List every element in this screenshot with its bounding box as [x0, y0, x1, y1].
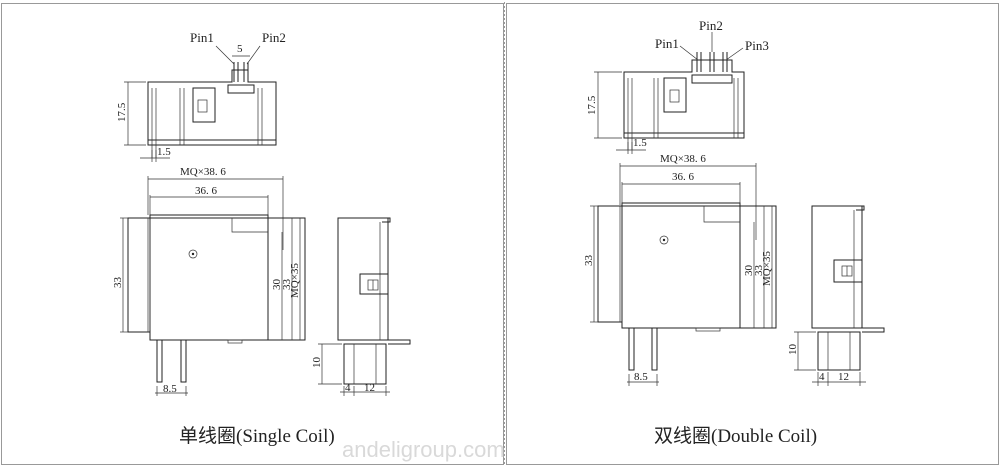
double-coil-side-view [794, 205, 885, 386]
double-pin1-label: Pin1 [655, 36, 679, 51]
double-pin3-label: Pin3 [745, 38, 769, 53]
single-dim-body-height: 33 [112, 277, 124, 289]
single-dim-pin-offset: 1.5 [157, 146, 171, 158]
single-pin2-label: Pin2 [262, 30, 286, 45]
single-dim-lead-length: 10 [311, 357, 323, 369]
double-dim-mq-35: MQ×35 [761, 251, 773, 286]
double-dim-lead-spacing: 8.5 [634, 371, 648, 383]
double-coil-panel [506, 3, 999, 465]
double-dim-side-4: 4 [819, 371, 825, 383]
double-dim-height: 17.5 [586, 95, 598, 115]
double-dim-width: 36. 6 [672, 171, 695, 183]
single-dim-inner-33: 33 [281, 279, 293, 291]
double-dim-lead-length: 10 [787, 344, 799, 356]
single-coil-panel [1, 3, 504, 465]
single-dim-inner-30: 30 [271, 279, 283, 291]
single-dim-lead-spacing: 8.5 [163, 383, 177, 395]
single-coil-side-view [318, 217, 411, 396]
single-coil-caption: 单线圈(Single Coil) [179, 425, 335, 447]
single-dim-side-4: 4 [345, 382, 351, 394]
single-pin1-label: Pin1 [190, 30, 214, 45]
single-dim-width: 36. 6 [195, 185, 218, 197]
single-coil-front-view [120, 176, 306, 396]
double-dim-inner-30: 30 [743, 265, 755, 277]
double-dim-mq-width: MQ×38. 6 [660, 153, 706, 165]
single-dim-mq-35: MQ×35 [289, 263, 301, 298]
watermark: andeligroup.com [342, 437, 505, 462]
double-coil-top-view [594, 32, 745, 154]
single-dim-height: 17.5 [116, 102, 128, 122]
single-coil-top-view [124, 45, 277, 162]
double-dim-pin-offset: 1.5 [633, 137, 647, 149]
double-coil-front-view [590, 163, 777, 386]
single-dim-mq-width: MQ×38. 6 [180, 166, 226, 178]
single-dim-side-12: 12 [364, 382, 375, 394]
double-dim-inner-33: 33 [753, 265, 765, 277]
double-coil-caption: 双线圈(Double Coil) [654, 425, 817, 447]
double-dim-body-height: 33 [583, 255, 595, 267]
single-dim-pin-spacing: 5 [237, 43, 243, 55]
double-dim-side-12: 12 [838, 371, 849, 383]
double-pin2-label: Pin2 [699, 18, 723, 33]
